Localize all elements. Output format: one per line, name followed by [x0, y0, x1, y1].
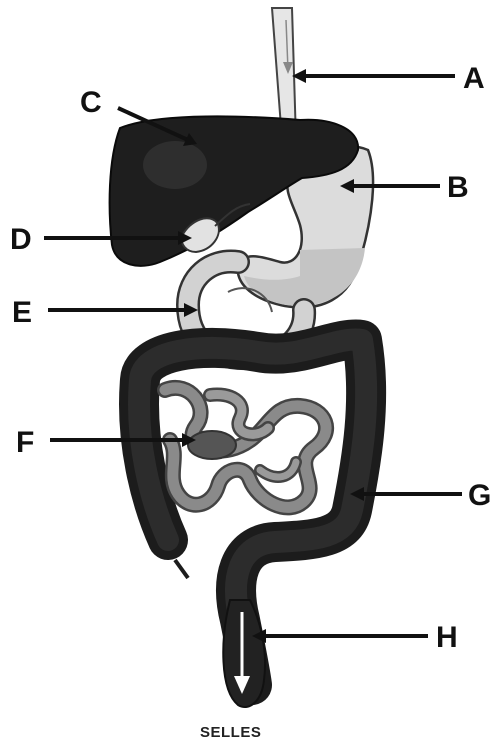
- pointer-arrow-e: [48, 303, 198, 317]
- label-a: A: [463, 62, 485, 95]
- label-g: G: [468, 479, 491, 512]
- pointer-arrow-a: [292, 69, 455, 83]
- label-h: H: [436, 621, 458, 654]
- pointer-arrow-h: [252, 629, 428, 643]
- caption-selles: SELLES: [200, 724, 261, 741]
- label-c: C: [80, 86, 102, 119]
- small-intestine-icon: [165, 388, 326, 508]
- label-d: D: [10, 223, 32, 256]
- label-f: F: [16, 426, 34, 459]
- label-e: E: [12, 296, 32, 329]
- label-b: B: [447, 171, 469, 204]
